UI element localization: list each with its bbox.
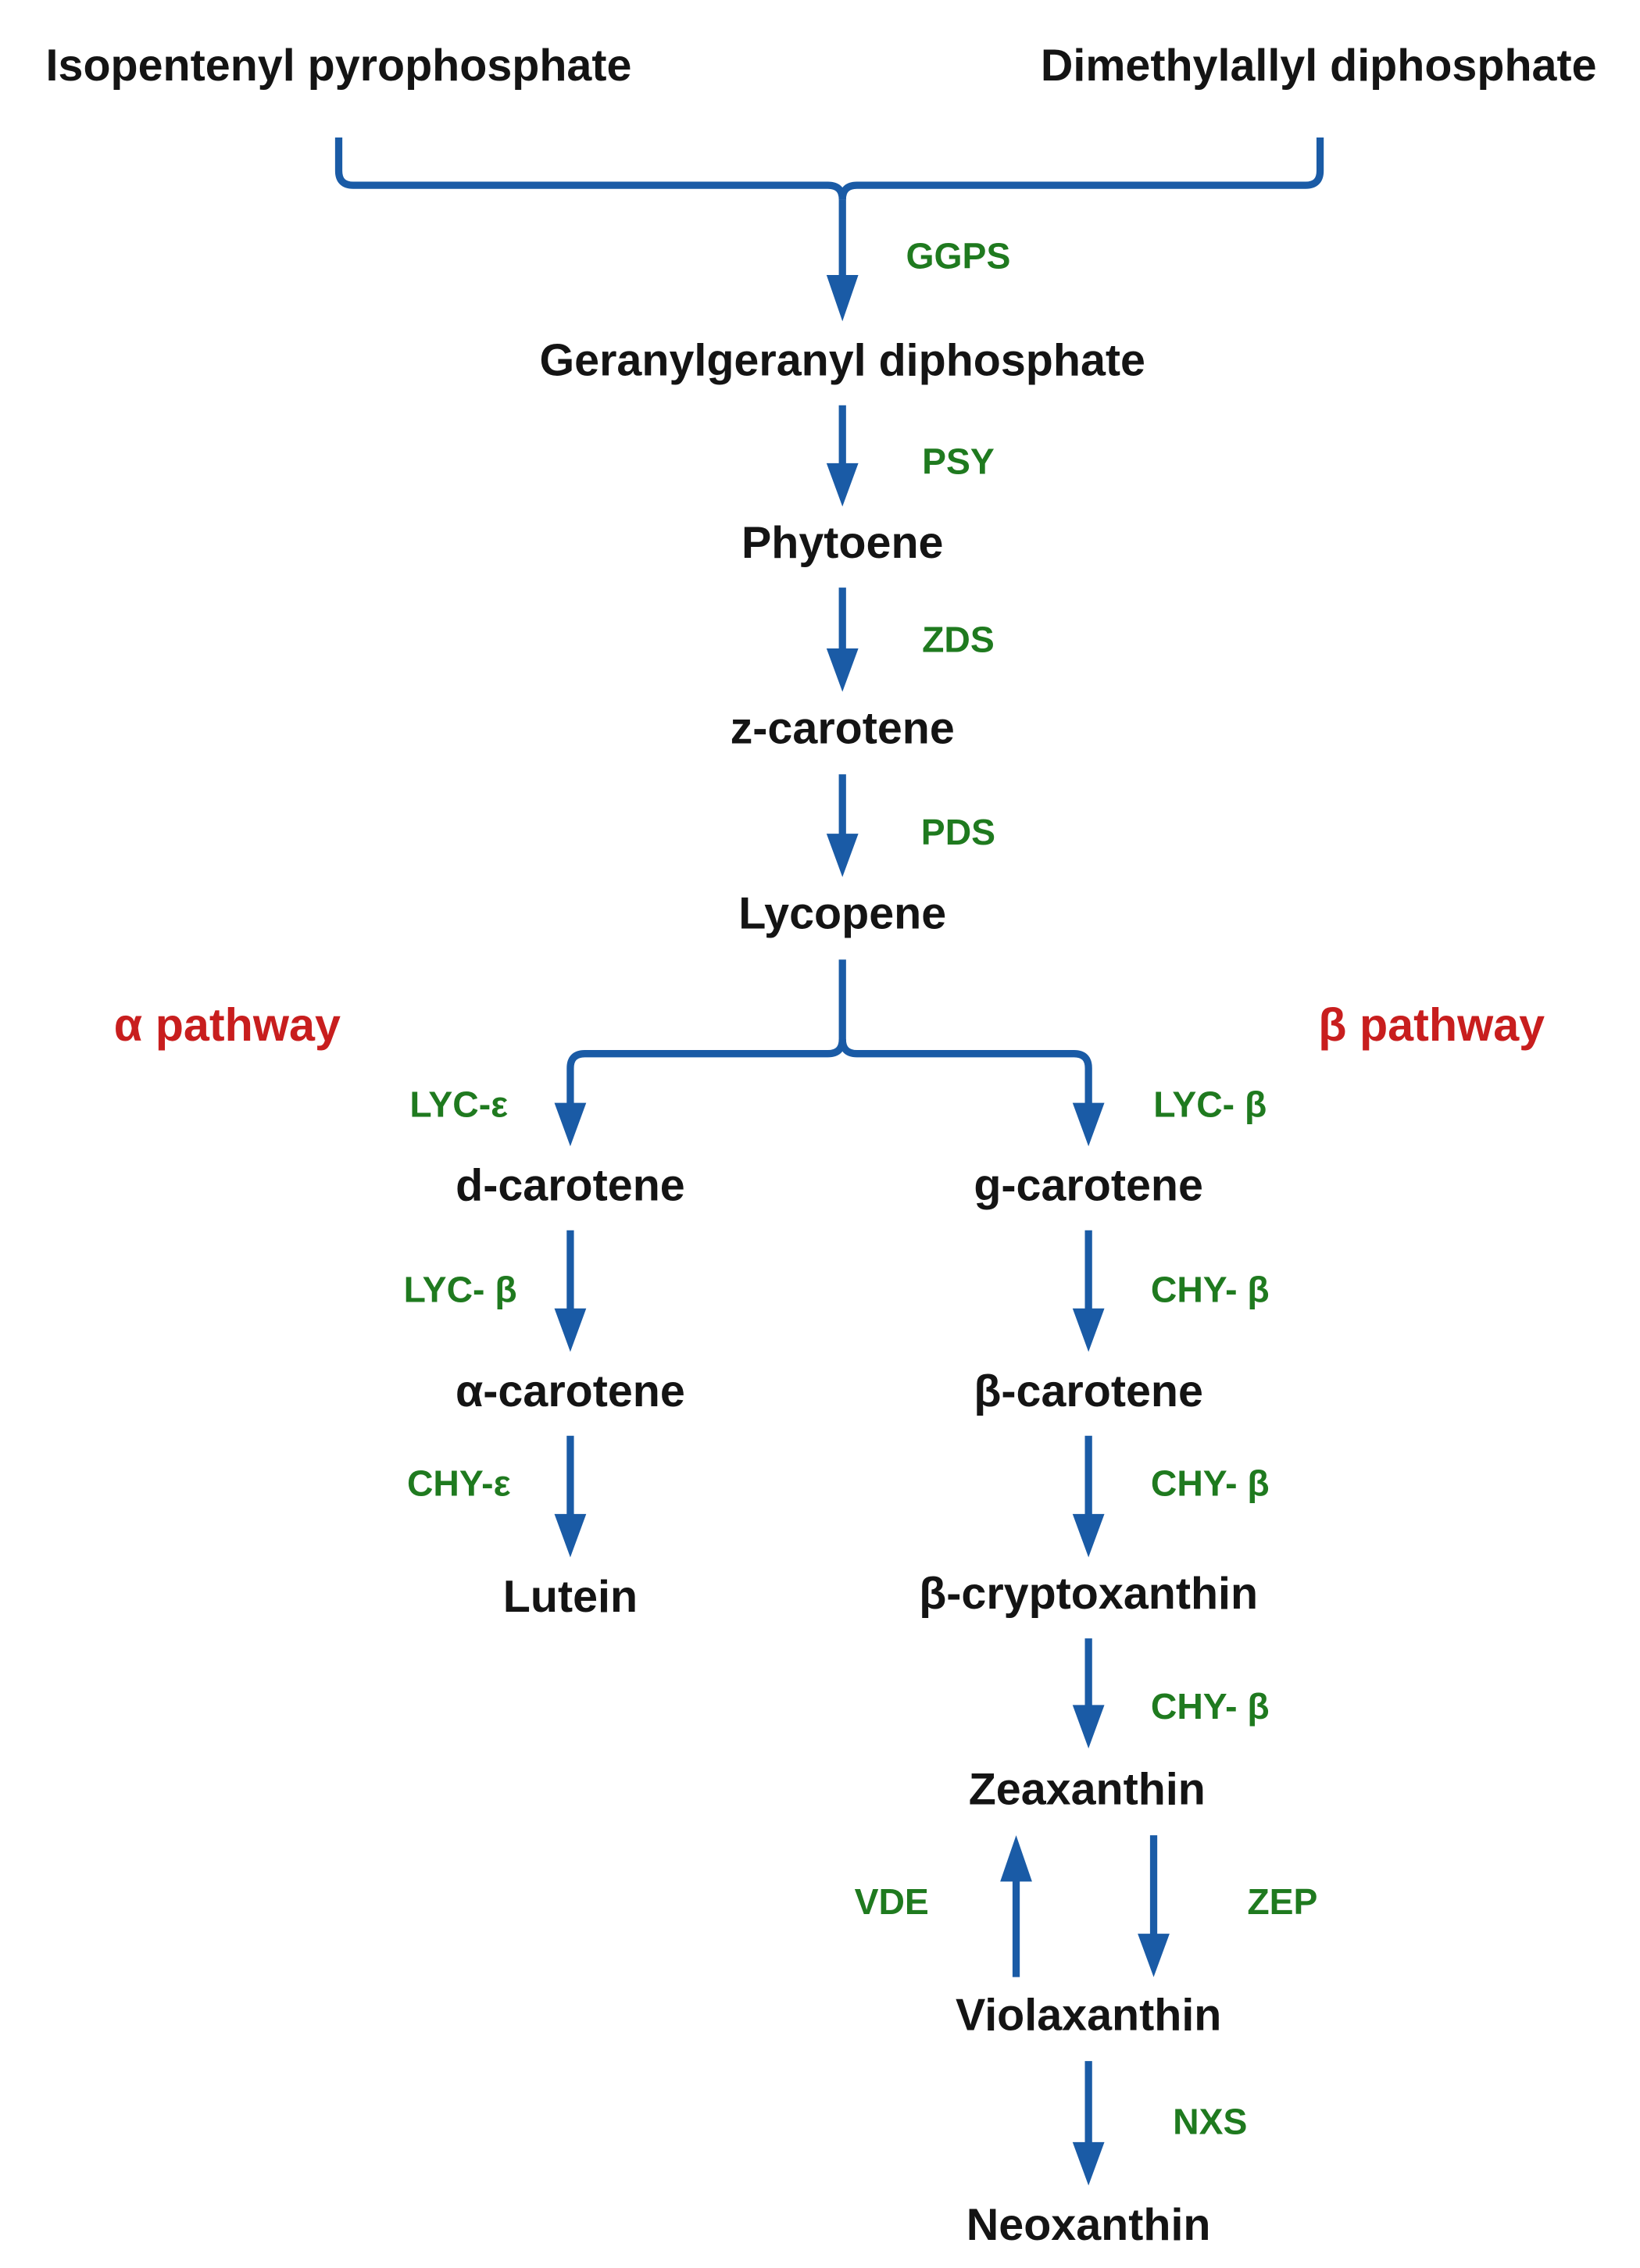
arrowhead: [554, 1513, 587, 1558]
edge-phytoene-to-z-carotene: [826, 588, 859, 692]
enzyme-ggps: GGPS: [906, 236, 1011, 277]
arrowhead: [554, 1102, 587, 1147]
edge-precursors-to-ggpp: [334, 137, 1324, 322]
arrowhead: [1138, 1934, 1170, 1977]
arrowhead: [826, 463, 859, 507]
enzyme-vde: VDE: [854, 1882, 929, 1923]
pathway-label-beta: β pathway: [1318, 998, 1545, 1051]
enzyme-chy-epsilon: CHY-ε: [406, 1463, 511, 1505]
node-dimethylallyl-diphosphate: Dimethylallyl diphosphate: [1040, 39, 1597, 91]
arrowhead: [826, 274, 859, 322]
enzyme-lyc-beta-right: LYC- β: [1153, 1084, 1267, 1126]
edge-z-carotene-to-lycopene: [826, 774, 859, 877]
arrowhead: [826, 834, 859, 877]
enzyme-pds: PDS: [920, 813, 996, 854]
node-d-carotene: d-carotene: [456, 1159, 685, 1211]
edge-zeaxanthin-to-violaxanthin: [1138, 1835, 1170, 1977]
edge-beta-cryptoxanthin-to-zeaxanthin: [1072, 1638, 1105, 1748]
node-beta-cryptoxanthin: β-cryptoxanthin: [919, 1568, 1259, 1620]
node-z-carotene: z-carotene: [730, 702, 955, 754]
node-phytoene: Phytoene: [741, 517, 944, 569]
arrowhead: [1072, 2141, 1105, 2186]
edge-violaxanthin-to-neoxanthin: [1072, 2061, 1105, 2186]
edge-violaxanthin-to-zeaxanthin: [1000, 1835, 1032, 1977]
edge-d-carotene-to-alpha-carotene: [554, 1230, 587, 1352]
node-beta-carotene: β-carotene: [974, 1365, 1203, 1416]
arrowhead: [1072, 1102, 1105, 1147]
node-lutein: Lutein: [502, 1570, 638, 1622]
edge-lycopene-branch: [554, 959, 1105, 1147]
node-isopentenyl-pyrophosphate: Isopentenyl pyrophosphate: [45, 39, 632, 91]
edge-beta-carotene-to-beta-cryptoxanthin: [1072, 1435, 1105, 1558]
arrowhead: [1072, 1513, 1105, 1558]
node-g-carotene: g-carotene: [974, 1159, 1203, 1211]
enzyme-zep: ZEP: [1247, 1882, 1318, 1923]
enzyme-lyc-beta-left: LYC- β: [403, 1270, 517, 1311]
arrowhead: [1072, 1705, 1105, 1748]
node-lycopene: Lycopene: [738, 888, 947, 939]
edge-ggpp-to-phytoene: [826, 405, 859, 507]
node-alpha-carotene: α-carotene: [456, 1365, 685, 1416]
enzyme-chy-beta-3: CHY- β: [1150, 1687, 1270, 1728]
enzyme-nxs: NXS: [1173, 2102, 1248, 2143]
edge-g-carotene-to-beta-carotene: [1072, 1230, 1105, 1352]
arrowhead: [554, 1308, 587, 1352]
node-neoxanthin: Neoxanthin: [966, 2199, 1211, 2250]
pathway-label-alpha: α pathway: [113, 998, 341, 1051]
enzyme-chy-beta-2: CHY- β: [1150, 1463, 1270, 1505]
arrowhead: [826, 648, 859, 692]
arrowhead: [1000, 1835, 1032, 1882]
node-zeaxanthin: Zeaxanthin: [968, 1763, 1206, 1815]
node-violaxanthin: Violaxanthin: [955, 1989, 1222, 2041]
node-geranylgeranyl-diphosphate: Geranylgeranyl diphosphate: [539, 334, 1145, 386]
enzyme-zds: ZDS: [922, 620, 995, 661]
enzyme-chy-beta-1: CHY- β: [1150, 1270, 1270, 1311]
enzyme-lyc-epsilon: LYC-ε: [409, 1084, 509, 1126]
edge-alpha-carotene-to-lutein: [554, 1435, 587, 1558]
arrowhead: [1072, 1308, 1105, 1352]
enzyme-psy: PSY: [922, 441, 995, 483]
